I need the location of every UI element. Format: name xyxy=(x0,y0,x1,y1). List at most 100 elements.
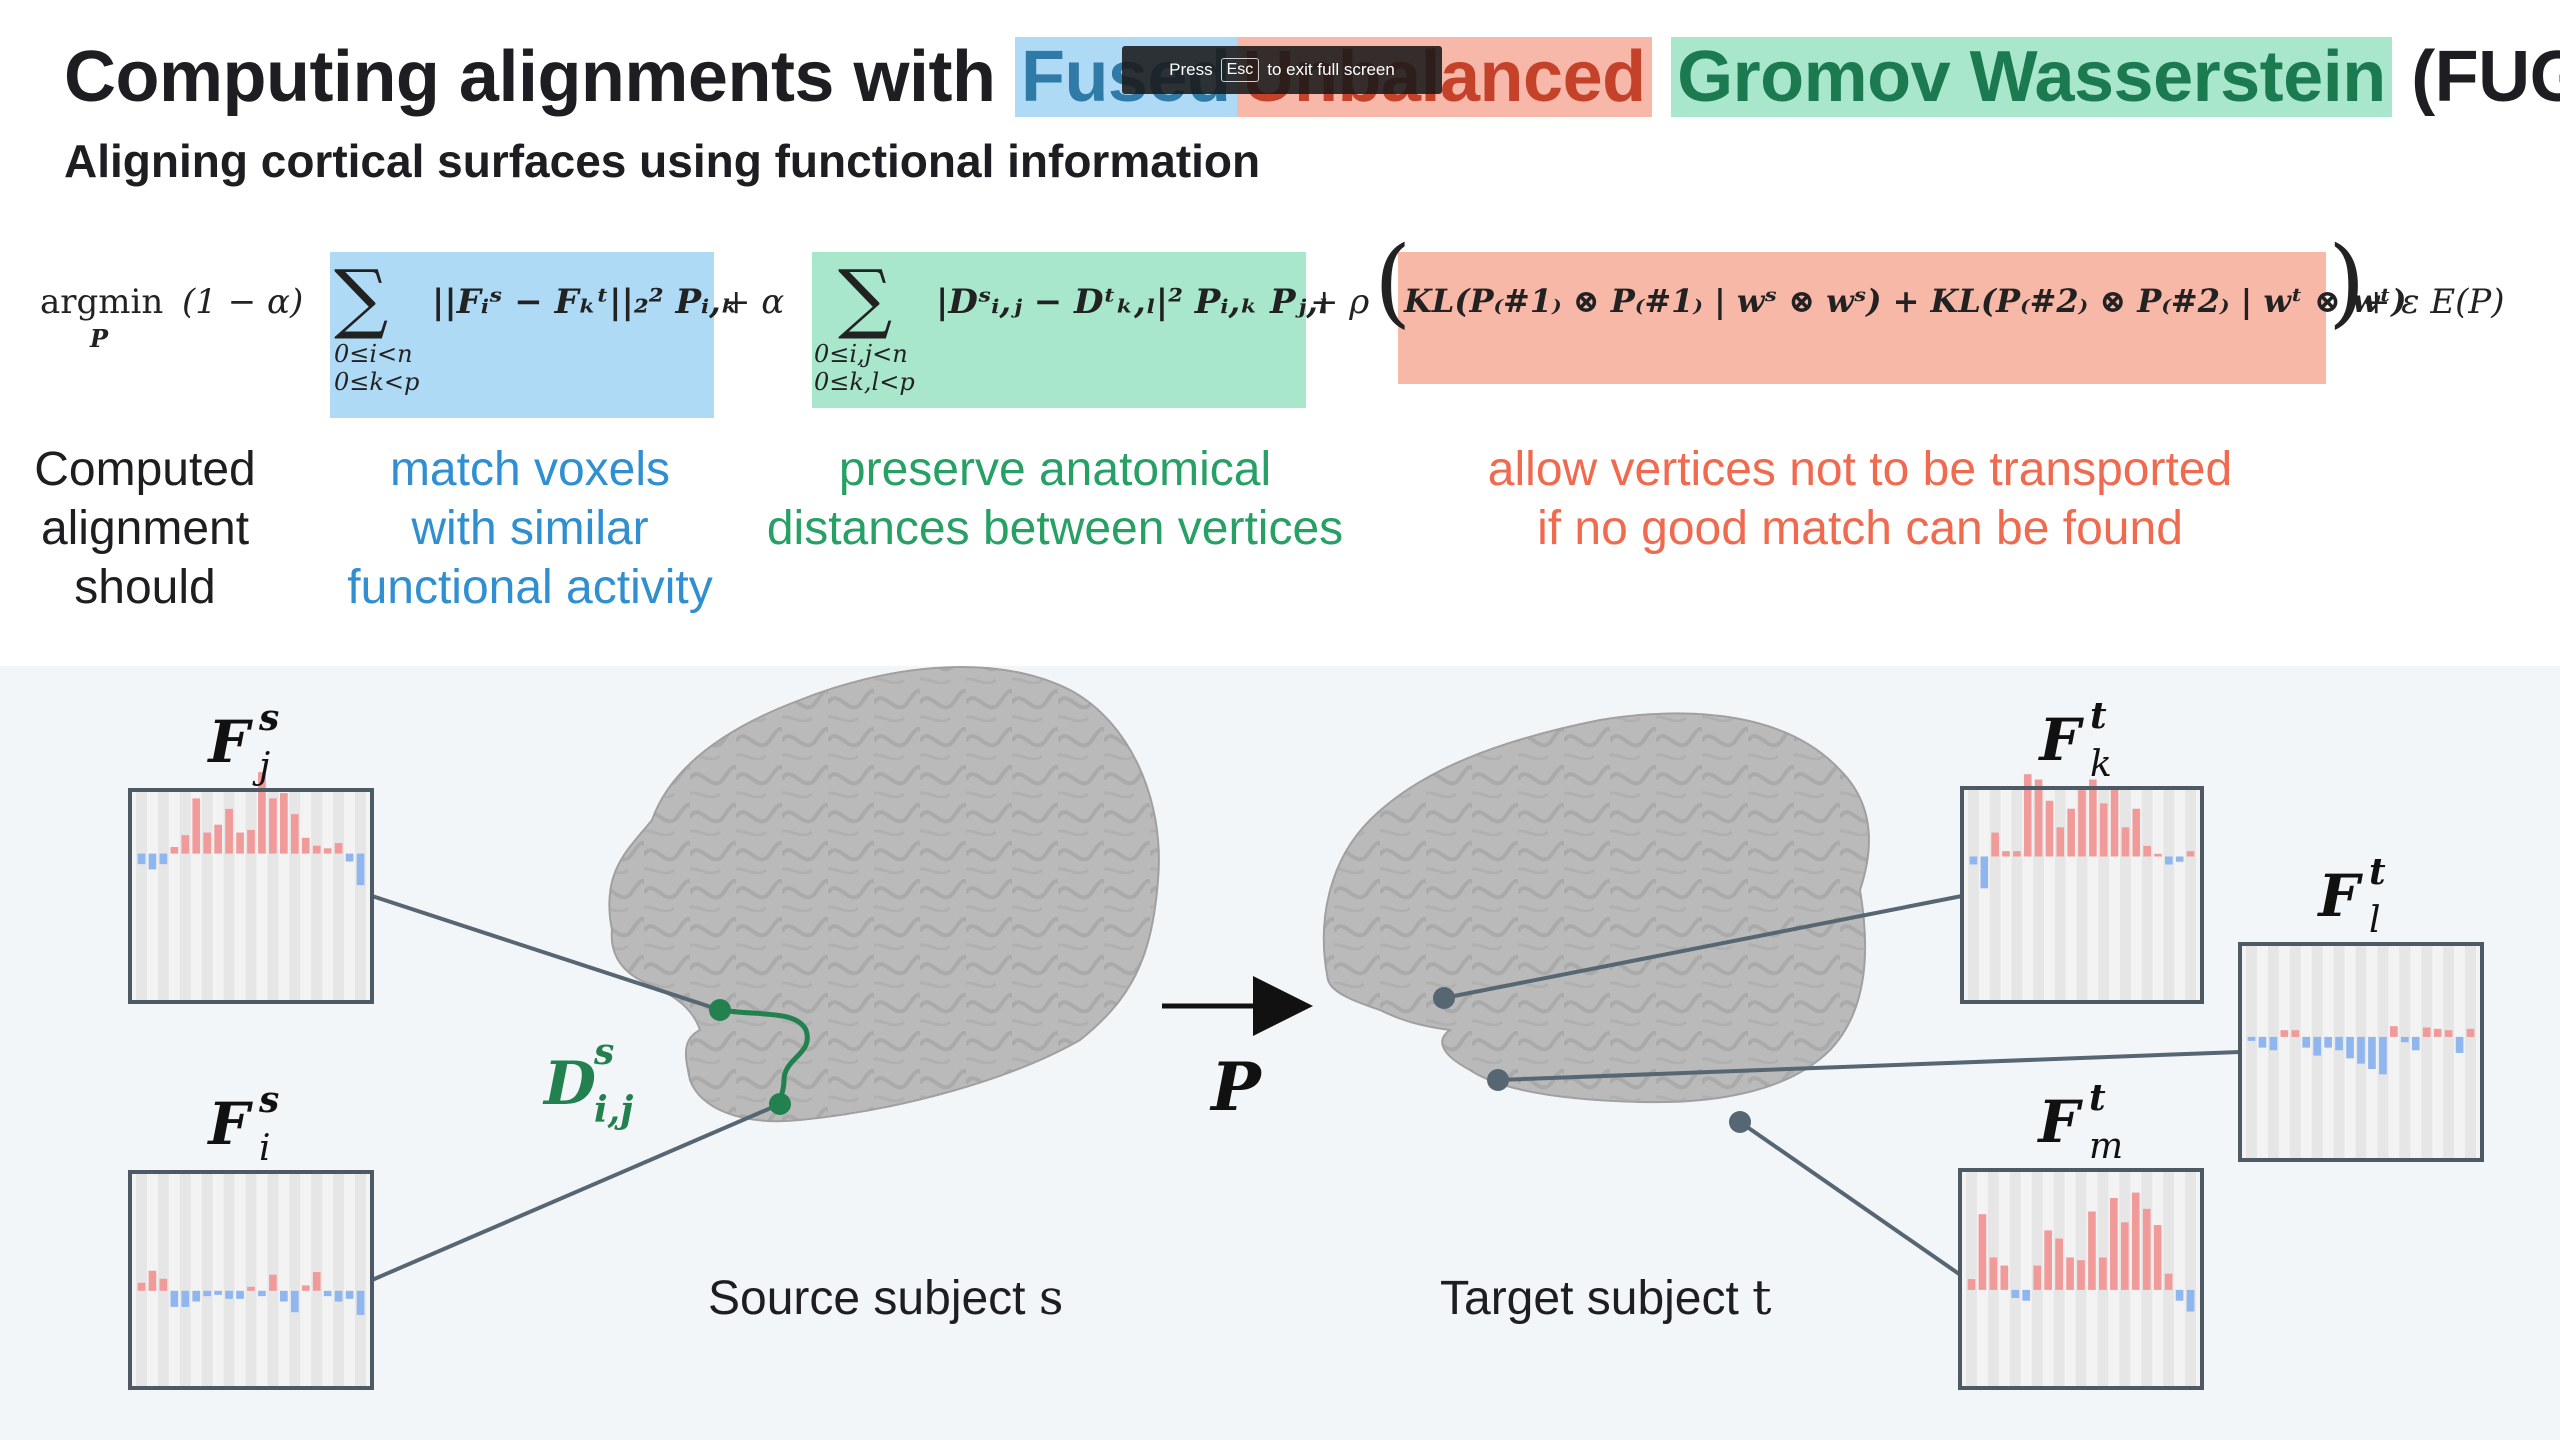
histogram-bar xyxy=(2444,1030,2453,1037)
histogram-bar xyxy=(2121,827,2130,857)
histogram-label-sub: m xyxy=(2089,1126,2123,1167)
histogram-stripe xyxy=(1966,1172,1977,1386)
histogram-border xyxy=(2238,942,2484,1162)
alpha-weight: (1 − α) xyxy=(182,282,304,322)
histogram-bar xyxy=(2379,1036,2387,1075)
histogram-stripe xyxy=(136,1174,147,1386)
histogram-bar xyxy=(2131,1192,2140,1290)
argmin-operator: argmin xyxy=(40,282,164,322)
title-gromov-wasserstein: Gromov Wasserstein xyxy=(1671,37,2392,117)
histogram-bar xyxy=(192,798,201,854)
connector-Fk-target xyxy=(1443,894,1963,1000)
histogram-bar xyxy=(1978,1214,1987,1290)
histogram-label-base: F xyxy=(206,1090,253,1158)
histogram-bar xyxy=(2034,779,2043,857)
connector-Fj-source xyxy=(371,894,721,1012)
histogram-bar xyxy=(1969,856,1978,865)
histogram-bar xyxy=(225,808,233,854)
histogram-bar xyxy=(2011,1289,2020,1299)
unbalanced-term-box xyxy=(1398,252,2326,384)
histogram-bar xyxy=(301,1285,310,1291)
histogram-bar xyxy=(2002,851,2010,857)
histogram-bar xyxy=(148,853,157,870)
histogram-stripe xyxy=(1989,790,2001,1000)
target-subject-text: Target subject xyxy=(1440,1272,1739,1325)
histogram-bar xyxy=(1980,856,1989,889)
histogram-bar xyxy=(1967,1279,1976,1290)
histogram-bar xyxy=(214,824,222,854)
title-suffix: (FUGW) xyxy=(2411,37,2560,117)
histogram-stripe xyxy=(2033,790,2044,1000)
histogram-stripe xyxy=(2267,946,2279,1158)
histogram-stripe xyxy=(333,792,345,1000)
histogram-bar xyxy=(2154,853,2162,857)
histogram-bar xyxy=(181,835,190,854)
histogram-bar xyxy=(214,1290,222,1295)
histogram-stripe xyxy=(2465,946,2476,1158)
histogram-label-sup: t xyxy=(2090,695,2107,737)
histogram-bar xyxy=(269,798,277,854)
histogram-bar xyxy=(2390,1026,2398,1037)
matching-term-box xyxy=(330,252,714,418)
histogram-bar xyxy=(2056,827,2065,857)
histogram-stripe xyxy=(2185,790,2196,1000)
fugw-objective-equation: argmin P (1 − α) ∑ ||Fᵢˢ − Fₖᵗ||₂² Pᵢ,ₖ … xyxy=(0,234,2560,430)
histogram-bar xyxy=(290,814,299,854)
histogram-bar xyxy=(170,1290,179,1307)
histogram-bar xyxy=(2175,856,2184,862)
histogram-stripe xyxy=(223,1174,235,1386)
histogram-bar xyxy=(2411,1036,2420,1051)
histogram-bar xyxy=(2433,1028,2442,1037)
entropy-term: + ε E(P) xyxy=(2362,282,2505,322)
histogram-bar xyxy=(269,1274,277,1291)
histogram-bar xyxy=(2302,1036,2311,1048)
histogram-stripe xyxy=(355,1174,366,1386)
anatomical-distance-term: |Dˢᵢ,ⱼ − Dᵗₖ,ₗ|² Pᵢ,ₖ Pⱼ,ₗ xyxy=(936,282,1328,322)
histogram-bar xyxy=(2023,774,2032,857)
histogram-stripe xyxy=(157,792,169,1000)
caption-match-voxels: match voxels with similar functional act… xyxy=(347,443,713,614)
histogram-stripe xyxy=(223,792,235,1000)
histogram-bar xyxy=(2099,803,2108,857)
histogram-bar xyxy=(225,1290,233,1299)
histogram-bar xyxy=(2033,1265,2042,1290)
toast-exit-text: to exit full screen xyxy=(1267,60,1395,79)
histogram-bar xyxy=(280,1290,288,1302)
open-paren: ( xyxy=(1374,226,1412,338)
histogram-bar xyxy=(203,832,212,854)
histogram-bar xyxy=(192,1290,201,1302)
target-subject-label: Target subject t xyxy=(1440,1270,1771,1326)
histogram-bar xyxy=(2110,787,2119,857)
histogram-bar xyxy=(2153,1225,2162,1290)
histogram-stripe xyxy=(2333,946,2345,1158)
histogram-bar xyxy=(1989,1257,1998,1290)
esc-key-hint[interactable]: Esc xyxy=(1220,58,1260,82)
histogram-bar xyxy=(2088,1211,2096,1290)
source-subject-var: s xyxy=(1038,1270,1064,1326)
histogram-stripe xyxy=(2185,1172,2196,1386)
histogram-bar xyxy=(258,772,266,854)
histogram-label-sup: t xyxy=(2089,1077,2106,1119)
histogram-bar xyxy=(2110,1197,2118,1290)
histogram-bar xyxy=(247,829,255,854)
histogram-bar xyxy=(2143,845,2151,857)
histogram-label-sup: s xyxy=(258,1079,279,1121)
histogram-stripe xyxy=(2141,790,2153,1000)
histogram-bar xyxy=(290,1290,299,1313)
histogram-bar xyxy=(2368,1036,2376,1070)
histogram-bar xyxy=(2164,1273,2173,1290)
kl-divergence-term: KL(P₍#1₎ ⊗ P₍#1₎ | wˢ ⊗ wˢ) + KL(P₍#2₎ ⊗… xyxy=(1404,282,2407,320)
histogram-border xyxy=(128,788,374,1004)
histogram-stripe xyxy=(2009,1172,2021,1386)
histogram-bar xyxy=(301,837,310,854)
histogram-bar xyxy=(181,1290,190,1307)
histogram-bar xyxy=(2335,1036,2343,1051)
histogram-bar xyxy=(2077,1260,2085,1290)
histogram-bar xyxy=(323,848,332,854)
histogram-bar xyxy=(2066,1257,2074,1290)
histogram-label-sub: k xyxy=(2090,744,2112,785)
Dij-sub: i,j xyxy=(594,1089,633,1131)
